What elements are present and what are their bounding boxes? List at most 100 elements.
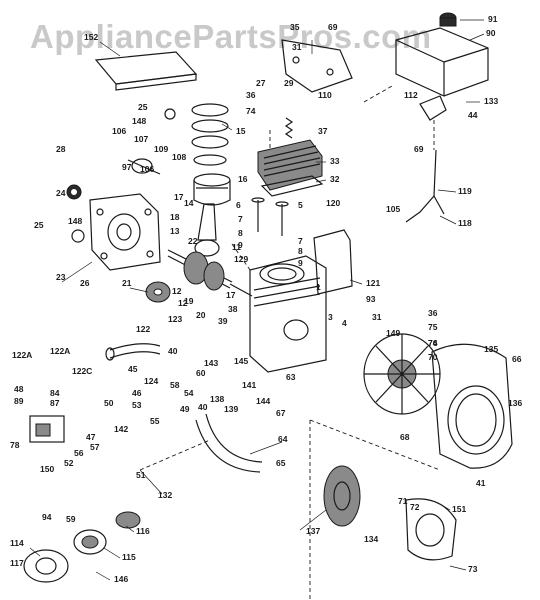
label-part-74: 74 bbox=[246, 106, 256, 116]
label-part-9b: 9 bbox=[298, 258, 303, 268]
label-part-21: 21 bbox=[122, 278, 132, 288]
label-part-51: 51 bbox=[136, 470, 146, 480]
label-part-54: 54 bbox=[184, 388, 194, 398]
part-122-intake-tube[interactable] bbox=[105, 343, 161, 361]
part-24-oil-seal[interactable] bbox=[66, 184, 82, 200]
label-part-40b: 40 bbox=[198, 402, 208, 412]
part-33-cylinder-head[interactable] bbox=[257, 139, 323, 191]
label-part-136: 136 bbox=[508, 398, 522, 408]
part-148-bearing[interactable] bbox=[71, 108, 176, 243]
part-150-carburetor[interactable] bbox=[29, 415, 65, 443]
part-64-base-shroud[interactable] bbox=[195, 413, 263, 473]
label-part-148a: 148 bbox=[132, 116, 146, 126]
label-part-35: 35 bbox=[290, 22, 300, 32]
label-part-32: 32 bbox=[330, 174, 340, 184]
label-part-52: 52 bbox=[64, 458, 74, 468]
label-part-33: 33 bbox=[330, 156, 340, 166]
part-1-cylinder-block[interactable] bbox=[249, 255, 327, 373]
part-135-blower-housing[interactable] bbox=[431, 343, 513, 469]
part-5-valve[interactable] bbox=[275, 201, 289, 236]
label-part-107: 107 bbox=[134, 134, 148, 144]
part-121-cylinder-baffle[interactable] bbox=[313, 229, 353, 295]
part-21-timing-gear[interactable] bbox=[145, 281, 171, 303]
label-part-122: 122 bbox=[136, 324, 150, 334]
label-part-109: 109 bbox=[154, 144, 168, 154]
label-part-122a2: 122A bbox=[50, 346, 70, 356]
label-part-151: 151 bbox=[452, 504, 466, 514]
label-part-39: 39 bbox=[218, 316, 228, 326]
label-part-31b: 31 bbox=[372, 312, 382, 322]
label-part-12a: 12 bbox=[172, 286, 182, 296]
part-15-piston-rings[interactable] bbox=[191, 103, 229, 166]
label-part-49: 49 bbox=[180, 404, 190, 414]
label-part-76: 76 bbox=[428, 338, 438, 348]
part-114-air-cleaner-housing[interactable] bbox=[23, 549, 69, 583]
part-152-air-filter-pad[interactable] bbox=[94, 51, 198, 91]
label-part-143: 143 bbox=[204, 358, 218, 368]
part-115-air-cleaner-element[interactable] bbox=[73, 529, 107, 555]
part-118-fuel-line[interactable] bbox=[405, 149, 445, 223]
label-part-90: 90 bbox=[486, 28, 496, 38]
label-part-150: 150 bbox=[40, 464, 54, 474]
label-part-116: 116 bbox=[136, 526, 150, 536]
label-part-25b: 25 bbox=[34, 220, 44, 230]
label-part-129: 129 bbox=[234, 254, 248, 264]
label-part-148b: 148 bbox=[68, 216, 82, 226]
label-part-29: 29 bbox=[284, 78, 294, 88]
part-35-baffle-plate[interactable] bbox=[281, 39, 353, 93]
part-116-adapter-ring[interactable] bbox=[115, 511, 141, 529]
label-part-67: 67 bbox=[276, 408, 286, 418]
label-part-69a: 69 bbox=[328, 22, 338, 32]
label-part-149: 149 bbox=[386, 328, 400, 338]
part-137-starter-cup[interactable] bbox=[323, 465, 361, 527]
label-part-91: 91 bbox=[488, 14, 498, 24]
label-part-3: 3 bbox=[328, 312, 333, 322]
label-part-87: 87 bbox=[50, 398, 60, 408]
label-part-69b: 69 bbox=[414, 144, 424, 154]
label-part-63: 63 bbox=[286, 372, 296, 382]
label-part-118: 118 bbox=[458, 218, 472, 228]
part-6-valve[interactable] bbox=[251, 197, 265, 232]
part-112-tank-bracket[interactable] bbox=[419, 95, 447, 121]
label-part-124: 124 bbox=[144, 376, 158, 386]
label-part-122c: 122C bbox=[72, 366, 92, 376]
label-part-17: 17 bbox=[226, 290, 236, 300]
label-part-117: 117 bbox=[10, 558, 24, 568]
part-90-fuel-tank[interactable] bbox=[395, 27, 489, 97]
label-part-146: 146 bbox=[114, 574, 128, 584]
label-part-38: 38 bbox=[228, 304, 238, 314]
part-18-connecting-rod[interactable] bbox=[194, 203, 220, 257]
label-part-8b: 8 bbox=[298, 246, 303, 256]
label-part-106a: 106 bbox=[112, 126, 126, 136]
part-12-crankshaft[interactable] bbox=[167, 249, 253, 297]
label-part-5: 5 bbox=[298, 200, 303, 210]
label-part-84: 84 bbox=[50, 388, 60, 398]
part-37-spring[interactable] bbox=[284, 117, 294, 139]
part-14-piston[interactable] bbox=[193, 173, 231, 206]
label-part-45: 45 bbox=[128, 364, 138, 374]
part-107-governor-gear[interactable] bbox=[127, 158, 161, 175]
label-part-28: 28 bbox=[56, 144, 66, 154]
part-26-crankcase-cover[interactable] bbox=[89, 193, 161, 271]
label-part-119: 119 bbox=[458, 186, 472, 196]
label-part-70: 70 bbox=[428, 352, 438, 362]
label-part-97: 97 bbox=[122, 162, 132, 172]
label-part-27: 27 bbox=[256, 78, 266, 88]
label-part-31a: 31 bbox=[292, 42, 302, 52]
label-part-114: 114 bbox=[10, 538, 24, 548]
part-32-head-gasket[interactable] bbox=[260, 175, 324, 197]
part-91-fuel-cap[interactable] bbox=[439, 12, 457, 27]
part-151-rewind-starter[interactable] bbox=[405, 498, 457, 561]
label-part-46: 46 bbox=[132, 388, 142, 398]
label-part-1: 1 bbox=[316, 282, 321, 292]
label-part-12b: 12 bbox=[178, 298, 188, 308]
label-part-78: 78 bbox=[10, 440, 20, 450]
label-part-24: 24 bbox=[56, 188, 66, 198]
label-part-7a: 7 bbox=[238, 214, 243, 224]
part-149-flywheel[interactable] bbox=[363, 333, 441, 415]
label-part-145: 145 bbox=[234, 356, 248, 366]
label-part-16: 16 bbox=[238, 174, 248, 184]
label-part-71: 71 bbox=[398, 496, 408, 506]
label-part-65: 65 bbox=[276, 458, 286, 468]
label-part-110: 110 bbox=[318, 90, 332, 100]
